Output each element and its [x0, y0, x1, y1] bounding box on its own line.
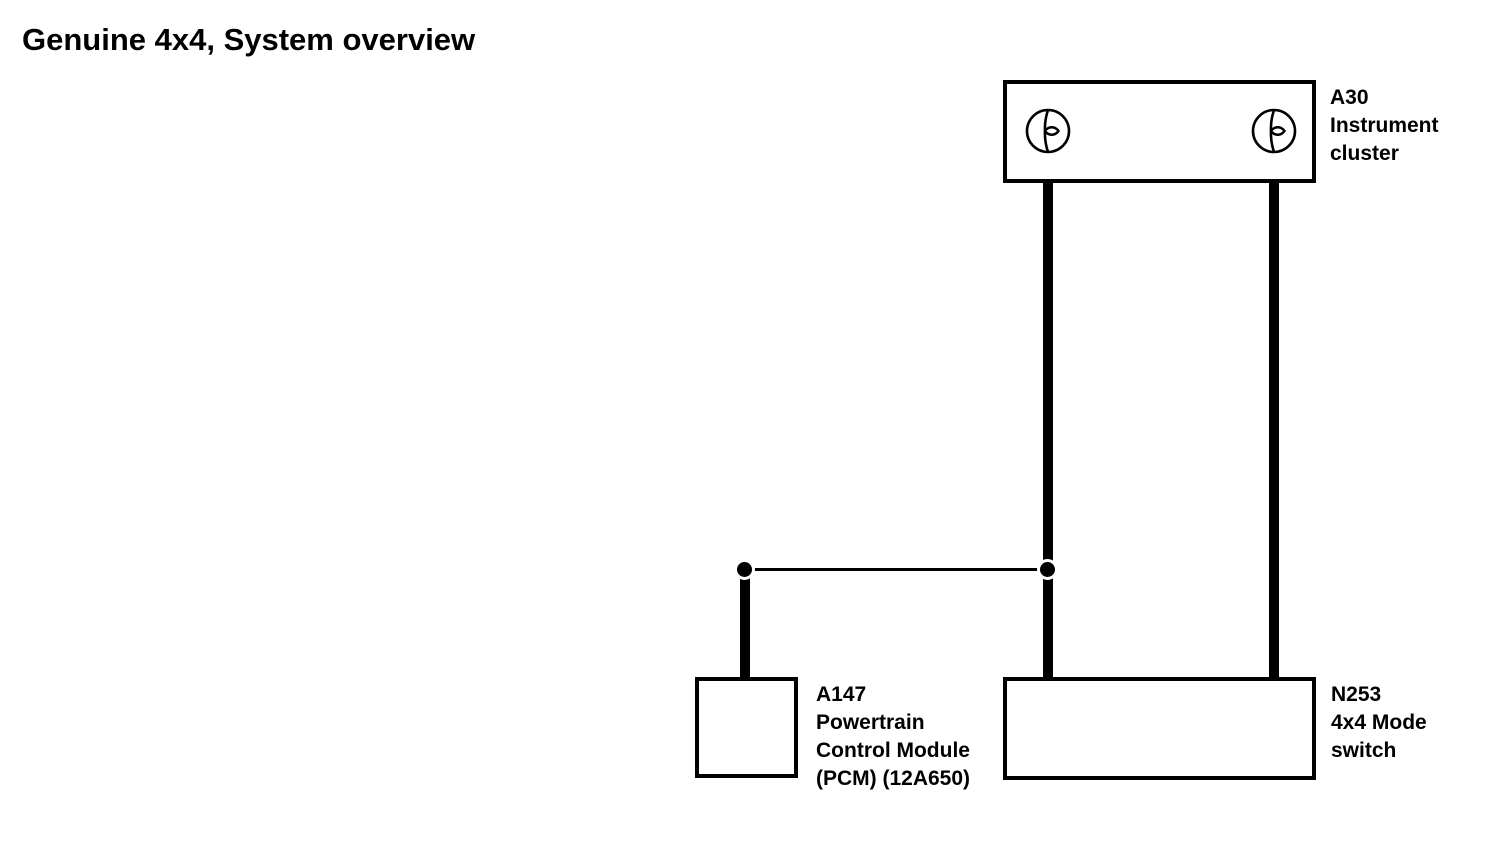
component-name: 4x4 Mode — [1331, 711, 1427, 734]
indicator-lamp-icon — [1025, 108, 1071, 154]
mode-switch-box — [1003, 677, 1316, 780]
component-name: (PCM) (12A650) — [816, 767, 971, 790]
page-title: Genuine 4x4, System overview — [22, 22, 476, 57]
mode-switch-label: N253 4x4 Mode switch — [1331, 681, 1427, 765]
component-code: N253 — [1331, 683, 1382, 706]
component-code: A30 — [1330, 86, 1369, 109]
splice-line — [745, 568, 1049, 571]
component-name: Control Module — [816, 739, 970, 762]
splice-dot-right — [1037, 559, 1058, 580]
instrument-cluster-label: A30 Instrument cluster — [1330, 84, 1439, 168]
wire-pcm — [740, 570, 750, 680]
wire-cluster-right — [1269, 181, 1279, 679]
component-name: cluster — [1330, 142, 1399, 165]
instrument-cluster-box — [1003, 80, 1316, 183]
component-name: switch — [1331, 739, 1397, 762]
component-name: Instrument — [1330, 114, 1439, 137]
indicator-lamp-icon — [1251, 108, 1297, 154]
component-code: A147 — [816, 683, 867, 706]
wire-cluster-left — [1043, 181, 1053, 679]
component-name: Powertrain — [816, 711, 925, 734]
pcm-box — [695, 677, 798, 778]
pcm-label: A147 Powertrain Control Module (PCM) (12… — [816, 681, 970, 793]
splice-dot-left — [734, 559, 755, 580]
